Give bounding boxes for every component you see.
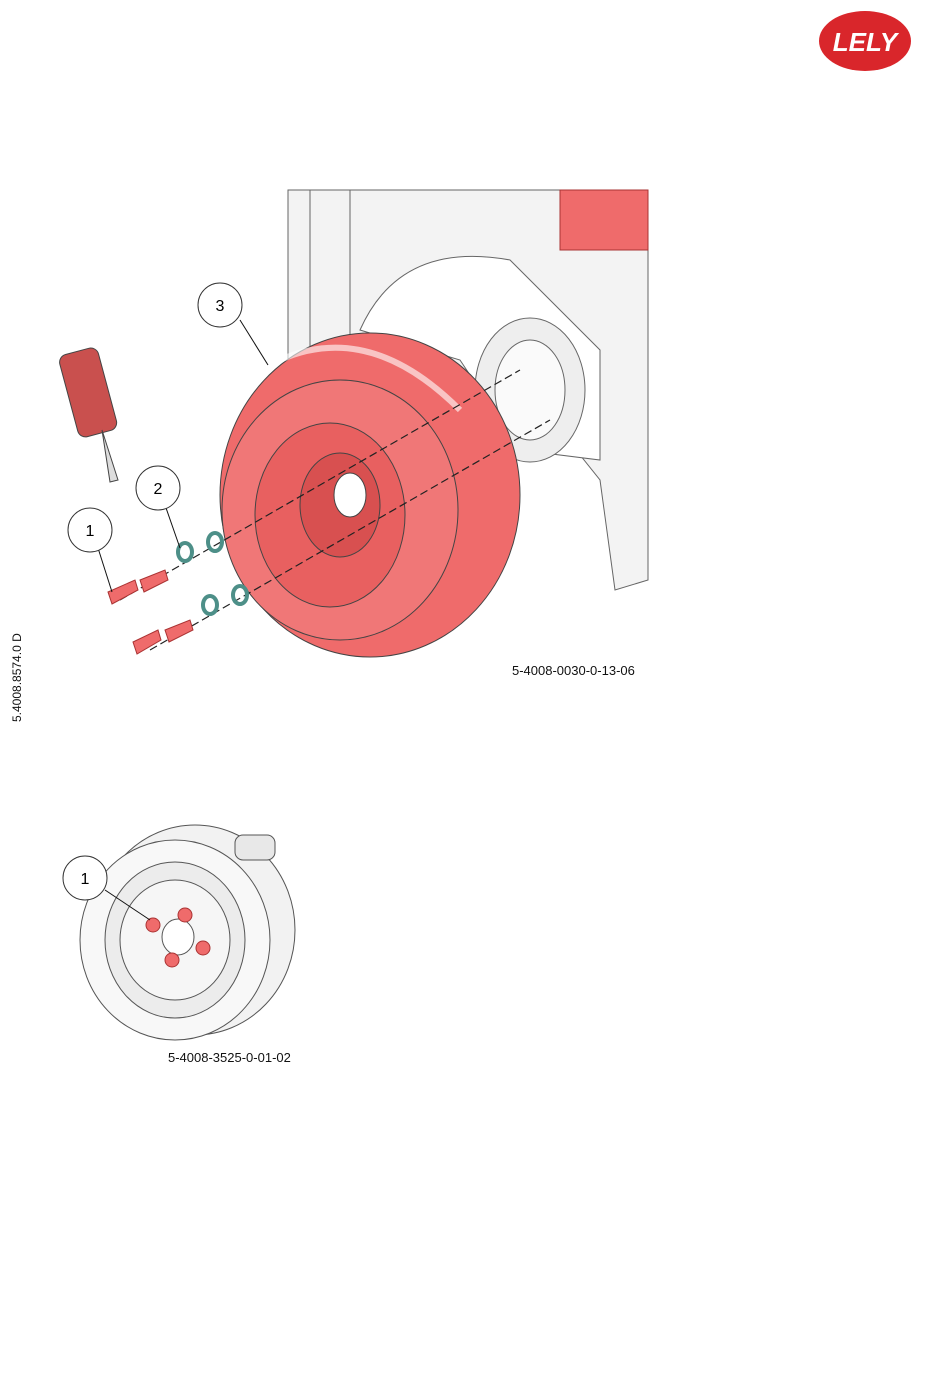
callout-2: 2 xyxy=(136,466,180,548)
svg-text:2: 2 xyxy=(154,481,163,498)
tire-part-3 xyxy=(220,333,520,657)
callout-1: 1 xyxy=(68,508,112,592)
wheel-mounted-illustration: 1 xyxy=(55,820,315,1070)
wheel-exploded-illustration: 3 2 1 xyxy=(40,180,660,700)
callout-3: 3 xyxy=(198,283,268,365)
svg-text:3: 3 xyxy=(216,298,225,315)
svg-text:1: 1 xyxy=(81,871,90,888)
threadlocker-tube xyxy=(58,346,119,482)
document-code: 5.4008.8574.0 D xyxy=(10,652,24,722)
figure-caption-top: 5-4008-0030-0-13-06 xyxy=(512,663,635,678)
svg-text:1: 1 xyxy=(86,523,95,540)
bolts-part-1 xyxy=(108,570,193,654)
lely-logo: LELY xyxy=(818,10,912,72)
logo-text: LELY xyxy=(833,27,900,57)
wheel-assembly xyxy=(80,825,295,1040)
figure-caption-bottom: 5-4008-3525-0-01-02 xyxy=(168,1050,291,1065)
